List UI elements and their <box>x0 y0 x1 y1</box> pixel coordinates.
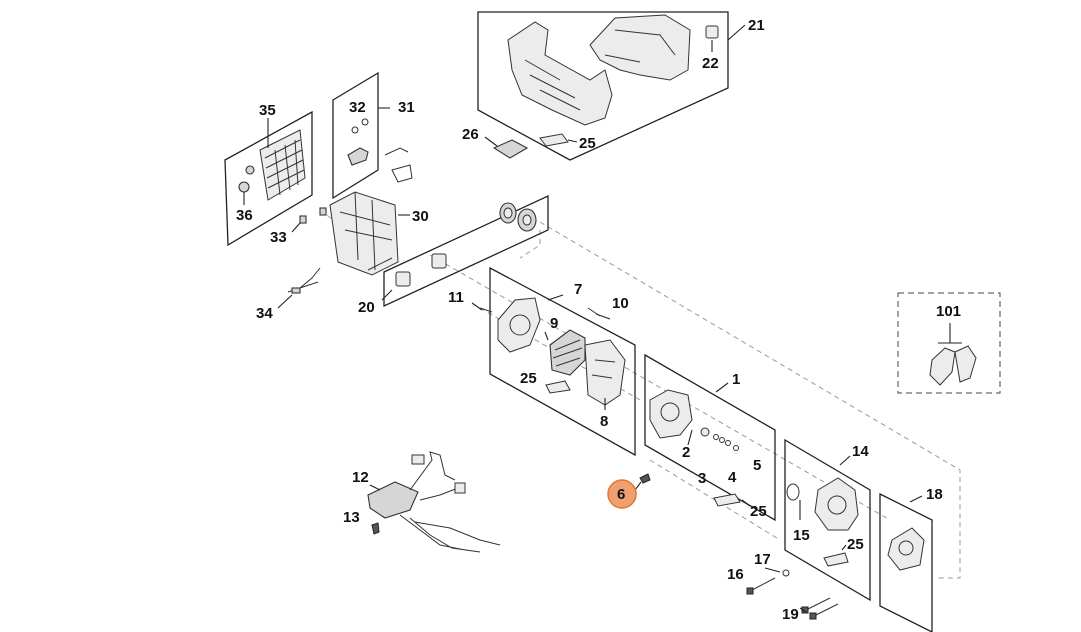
label-21[interactable]: 21 <box>748 17 765 34</box>
label-14[interactable]: 14 <box>852 443 869 460</box>
label-101[interactable]: 101 <box>936 303 961 320</box>
label-12[interactable]: 12 <box>352 469 369 486</box>
label-25-fan[interactable]: 25 <box>520 370 537 387</box>
label-30[interactable]: 30 <box>412 208 429 225</box>
label-16[interactable]: 16 <box>727 566 744 583</box>
label-4[interactable]: 4 <box>728 469 737 486</box>
assembly-group-14[interactable] <box>784 438 871 602</box>
label-25-top[interactable]: 25 <box>579 135 596 152</box>
label-32[interactable]: 32 <box>349 99 366 116</box>
label-17[interactable]: 17 <box>754 551 771 568</box>
label-2[interactable]: 2 <box>682 444 690 461</box>
label-3[interactable]: 3 <box>698 470 706 487</box>
wiring-harness-12[interactable] <box>367 451 501 553</box>
label-33[interactable]: 33 <box>270 229 287 246</box>
label-13[interactable]: 13 <box>343 509 360 526</box>
screw-6[interactable] <box>634 473 651 491</box>
bracket-group-31[interactable] <box>332 71 413 200</box>
clip-33[interactable] <box>291 207 327 233</box>
fan-group-7[interactable] <box>471 266 636 457</box>
bearing-group-20[interactable] <box>381 194 549 308</box>
part-labels: 21 22 26 25 35 36 32 31 30 33 34 20 11 7… <box>236 17 961 623</box>
label-9[interactable]: 9 <box>550 315 558 332</box>
label-7[interactable]: 7 <box>574 281 582 298</box>
label-20[interactable]: 20 <box>358 299 375 316</box>
label-35[interactable]: 35 <box>259 102 276 119</box>
label-36[interactable]: 36 <box>236 207 253 224</box>
assembly-group-18[interactable] <box>879 492 933 632</box>
spring-34[interactable] <box>277 267 321 309</box>
label-22[interactable]: 22 <box>702 55 719 72</box>
label-31[interactable]: 31 <box>398 99 415 116</box>
housing-group-21[interactable] <box>477 11 746 161</box>
label-1[interactable]: 1 <box>732 371 740 388</box>
label-8[interactable]: 8 <box>600 413 608 430</box>
kit-group-101[interactable] <box>897 292 1001 394</box>
label-34[interactable]: 34 <box>256 305 273 322</box>
label-25-group1[interactable]: 25 <box>750 503 767 520</box>
assembly-group-1[interactable] <box>644 353 776 522</box>
label-15[interactable]: 15 <box>793 527 810 544</box>
pad-25-top[interactable] <box>539 133 578 147</box>
label-25-group14[interactable]: 25 <box>847 536 864 553</box>
label-5[interactable]: 5 <box>753 457 761 474</box>
grille-group-35[interactable] <box>224 110 313 247</box>
label-10[interactable]: 10 <box>612 295 629 312</box>
shim-26[interactable] <box>484 136 529 159</box>
label-6[interactable]: 6 <box>617 486 625 503</box>
label-18[interactable]: 18 <box>926 486 943 503</box>
highlight-marker[interactable] <box>607 479 637 509</box>
screws-16-17-19[interactable] <box>746 567 839 620</box>
label-11[interactable]: 11 <box>448 289 464 306</box>
label-26[interactable]: 26 <box>462 126 479 143</box>
housing-30[interactable] <box>329 191 410 276</box>
label-19[interactable]: 19 <box>782 606 799 623</box>
